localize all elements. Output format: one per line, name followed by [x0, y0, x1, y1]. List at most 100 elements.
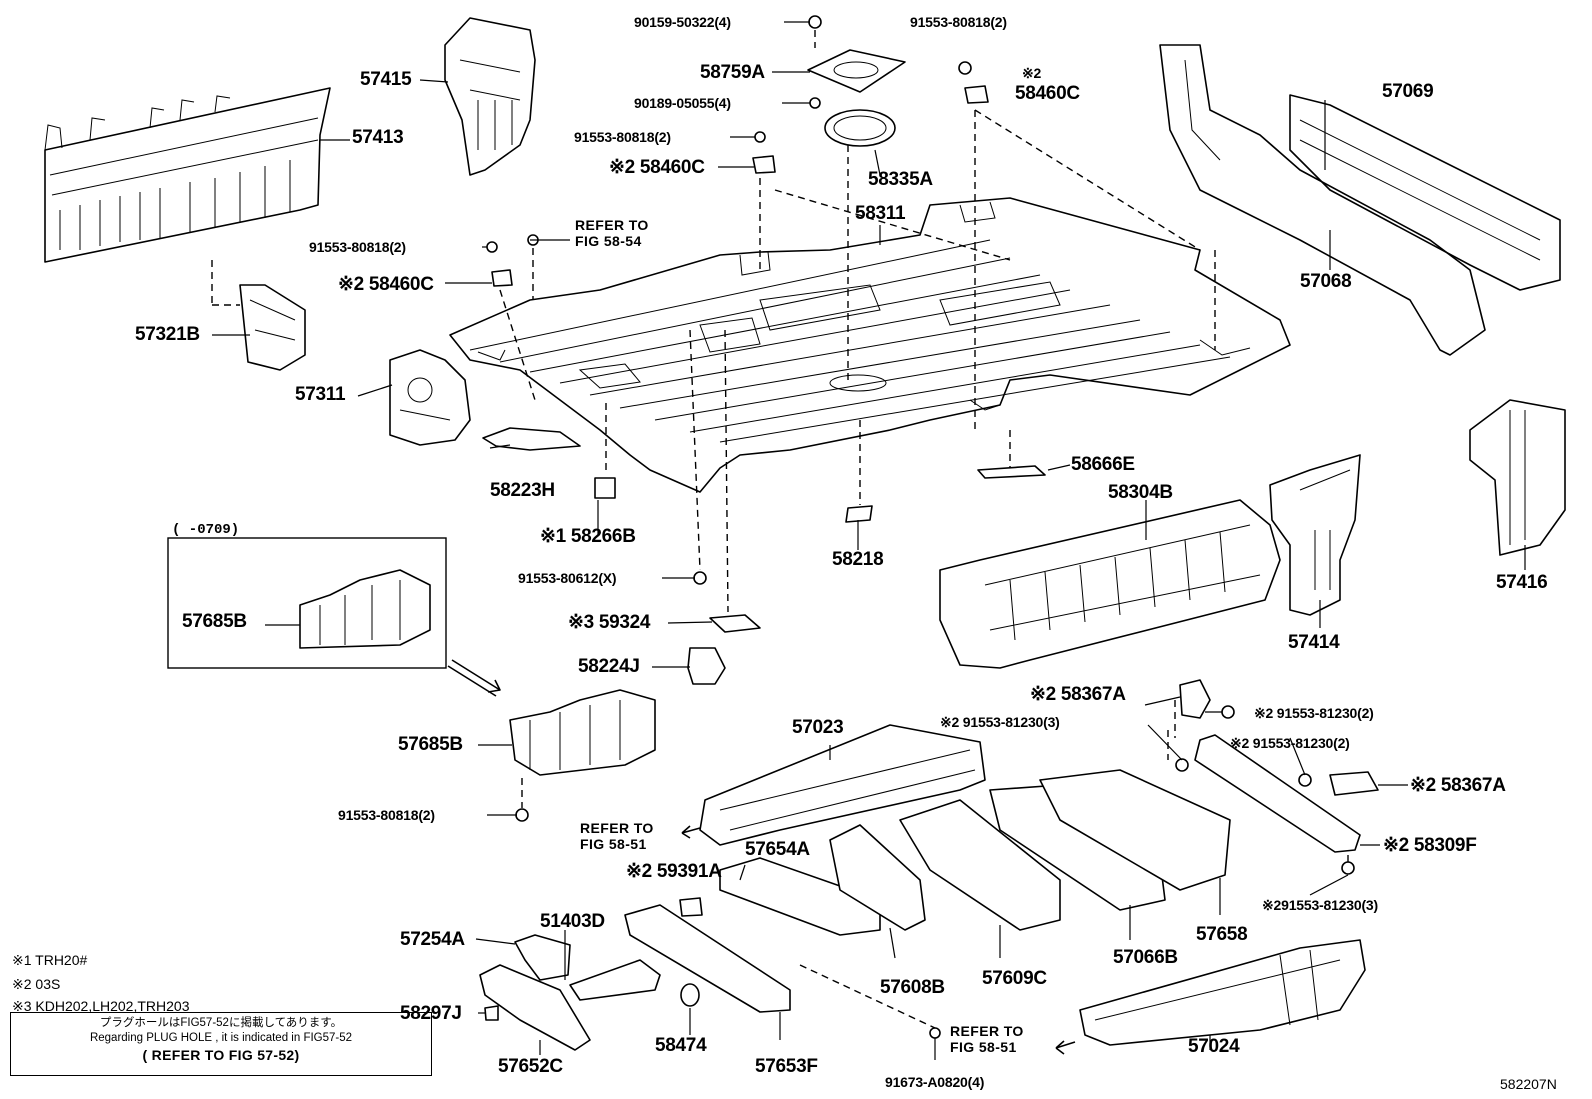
- part-58224J: [687, 647, 726, 685]
- label-58474[interactable]: 58474: [655, 1035, 707, 1056]
- label-57023[interactable]: 57023: [792, 717, 844, 738]
- clip-58460C-b: [752, 155, 776, 174]
- label-58335A[interactable]: 58335A: [868, 169, 933, 190]
- clip-58460C-a: [491, 269, 513, 287]
- assembly-lines: [211, 30, 1349, 1029]
- label-58311[interactable]: 58311: [855, 203, 906, 224]
- label-refer-fig-58-51-b[interactable]: REFER TO FIG 58-51: [950, 1023, 1024, 1056]
- label-58309F[interactable]: ※2 58309F: [1383, 835, 1477, 856]
- label-90159-50322[interactable]: 90159-50322(4): [634, 14, 731, 30]
- member-57658: [1039, 769, 1231, 891]
- label-57068[interactable]: 57068: [1300, 271, 1352, 292]
- label-57413[interactable]: 57413: [352, 127, 404, 148]
- bracket-57311: [389, 349, 471, 446]
- clip-58297J: [484, 1005, 499, 1021]
- bracket-57415: [444, 17, 536, 176]
- label-57658[interactable]: 57658: [1196, 924, 1248, 945]
- ring-58335A: [824, 109, 896, 147]
- label-57321B[interactable]: 57321B: [135, 324, 200, 345]
- bolt-91553-80612: [693, 571, 707, 585]
- label-58460C-top[interactable]: ※2 58460C: [609, 157, 705, 178]
- notice-japanese: プラグホールはFIG57-52に掲載してあります。: [99, 1017, 343, 1029]
- member-57652C: [479, 964, 591, 1051]
- label-58759A[interactable]: 58759A: [700, 62, 765, 83]
- side-rail-57068: [1159, 44, 1486, 356]
- clip-58460C-c: [964, 85, 989, 104]
- label-refer-fig-58-51-a[interactable]: REFER TO FIG 58-51: [580, 820, 654, 853]
- part-58266B: [594, 477, 616, 499]
- label-57685B-inset[interactable]: 57685B: [182, 611, 247, 632]
- label-91553-81230-b[interactable]: ※2 91553-81230(2): [1254, 705, 1374, 721]
- label-57254A[interactable]: 57254A: [400, 929, 465, 950]
- crossmember-58304B: [939, 499, 1281, 669]
- arrow-refer-58-51-b: [1055, 1040, 1076, 1055]
- label-58460C-right[interactable]: 58460C: [1015, 83, 1080, 104]
- bracket-57254A: [514, 934, 571, 981]
- label-57024[interactable]: 57024: [1188, 1036, 1240, 1057]
- label-58266B[interactable]: ※1 58266B: [540, 526, 636, 547]
- arrow-refer-58-51-a: [681, 825, 701, 839]
- side-rail-57069: [1289, 94, 1561, 291]
- label-91673-A0820[interactable]: 91673-A0820(4): [885, 1074, 985, 1090]
- label-91553-81230-d[interactable]: ※291553-81230(3): [1262, 897, 1378, 913]
- label-91553-80818-right[interactable]: 91553-80818(2): [910, 14, 1007, 30]
- bolt-right-91553-80818: [958, 61, 972, 75]
- label-51403D[interactable]: 51403D: [540, 911, 605, 932]
- label-91553-81230-c[interactable]: ※2 91553-81230(2): [1230, 735, 1350, 751]
- member-58309F: [1194, 734, 1361, 853]
- label-58460C-left[interactable]: ※2 58460C: [338, 274, 434, 295]
- bolt-left-91553-80818: [486, 241, 498, 253]
- label-57654A[interactable]: 57654A: [745, 839, 810, 860]
- floor-panel-58311: [449, 197, 1291, 493]
- bracket-57321B: [239, 284, 306, 371]
- label-90189-05055[interactable]: 90189-05055(4): [634, 95, 731, 111]
- label-57416[interactable]: 57416: [1496, 572, 1548, 593]
- notice-english: Regarding PLUG HOLE , it is indicated in…: [89, 1031, 353, 1044]
- bolt-90189-05055: [809, 97, 821, 109]
- label-58367A-right[interactable]: ※2 58367A: [1410, 775, 1506, 796]
- plug-58474: [680, 983, 700, 1007]
- bracket-59391A: [679, 897, 703, 917]
- variant-inset-box: [167, 537, 447, 669]
- label-58224J[interactable]: 58224J: [578, 656, 640, 677]
- label-57066B[interactable]: 57066B: [1113, 947, 1178, 968]
- label-57609C[interactable]: 57609C: [982, 968, 1047, 989]
- bracket-51403D: [569, 959, 661, 1001]
- bolt-91673-A0820: [929, 1027, 941, 1039]
- bracket-58367A-right: [1329, 771, 1379, 796]
- label-57069[interactable]: 57069: [1382, 81, 1434, 102]
- bolt-57685B-91553-80818: [515, 808, 529, 822]
- label-59391A[interactable]: ※2 59391A: [626, 861, 722, 882]
- label-57311[interactable]: 57311: [295, 384, 346, 405]
- label-57652C[interactable]: 57652C: [498, 1056, 563, 1077]
- label-91553-80818-lower[interactable]: 91553-80818(2): [338, 807, 435, 823]
- label-57608B[interactable]: 57608B: [880, 977, 945, 998]
- label-57653F[interactable]: 57653F: [755, 1056, 818, 1077]
- label-91553-80818-top[interactable]: 91553-80818(2): [574, 129, 671, 145]
- label-59324[interactable]: ※3 59324: [568, 612, 651, 633]
- label-58367A-top[interactable]: ※2 58367A: [1030, 684, 1126, 705]
- label-91553-80818-left[interactable]: 91553-80818(2): [309, 239, 406, 255]
- bolt-91553-81230-d: [1341, 861, 1355, 875]
- label-58304B[interactable]: 58304B: [1108, 482, 1173, 503]
- label-58223H[interactable]: 58223H: [490, 480, 555, 501]
- label-58297J[interactable]: 58297J: [400, 1003, 462, 1024]
- label-refer-fig-58-54[interactable]: REFER TO FIG 58-54: [575, 217, 649, 250]
- bolt-91553-81230-a: [1175, 758, 1189, 772]
- legend-note-1: ※1 TRH20#: [12, 952, 88, 968]
- notice-refer[interactable]: ( REFER TO FIG 57-52): [142, 1046, 300, 1063]
- label-58666E[interactable]: 58666E: [1071, 454, 1135, 475]
- label-58460C-right-mark: ※2: [1022, 65, 1042, 81]
- label-57414[interactable]: 57414: [1288, 632, 1340, 653]
- member-57609C: [899, 799, 1061, 931]
- bracket-57685B-inset: [299, 569, 431, 649]
- label-58218[interactable]: 58218: [832, 549, 884, 570]
- part-58666E: [977, 465, 1046, 479]
- member-57024: [1079, 939, 1366, 1046]
- bracket-57685B: [509, 689, 656, 776]
- label-model-range: ( -0709): [172, 522, 240, 538]
- label-57415[interactable]: 57415: [360, 69, 412, 90]
- label-57685B[interactable]: 57685B: [398, 734, 463, 755]
- label-91553-80612[interactable]: 91553-80612(X): [518, 570, 617, 586]
- label-91553-81230-a[interactable]: ※2 91553-81230(3): [940, 714, 1060, 730]
